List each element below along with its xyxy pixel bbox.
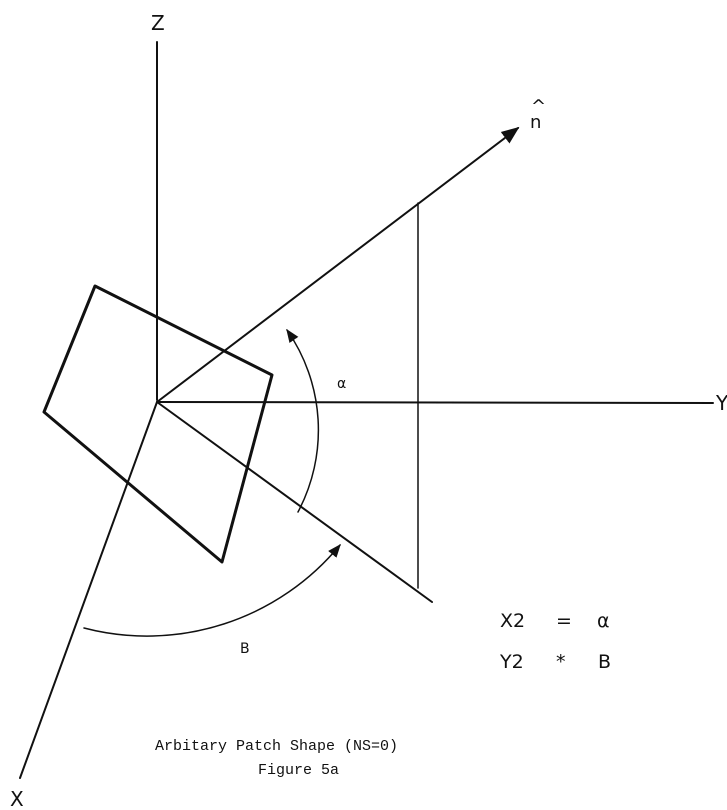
y-axis [156,401,714,404]
legend-row1-op: = [556,610,572,632]
normal-vector-label: n [530,112,541,133]
figure-caption-number: Figure 5a [258,762,339,779]
legend-row1-name: X2 [500,610,525,632]
alpha-label: α [337,376,346,392]
normal-hat: ^ [531,96,546,117]
patch-outline [42,284,274,564]
beta-label: B [240,641,250,657]
z-axis-label: Z [151,11,165,35]
figure-caption-title: Arbitary Patch Shape (NS=0) [155,738,398,755]
beta-arc [83,543,341,637]
legend-row2-value: B [598,651,611,673]
legend-row2-name: Y2 [499,651,524,673]
legend-row2-op: * [556,651,566,673]
normal-vector [156,126,520,403]
legend: X2 = α Y2 * B [499,610,611,673]
normal-projection-line [156,401,433,603]
legend-row1-value: α [597,610,610,632]
alpha-arc [286,328,320,513]
x-axis-label: X [10,787,24,810]
y-axis-label: Y [715,391,727,415]
x-axis [19,401,158,779]
